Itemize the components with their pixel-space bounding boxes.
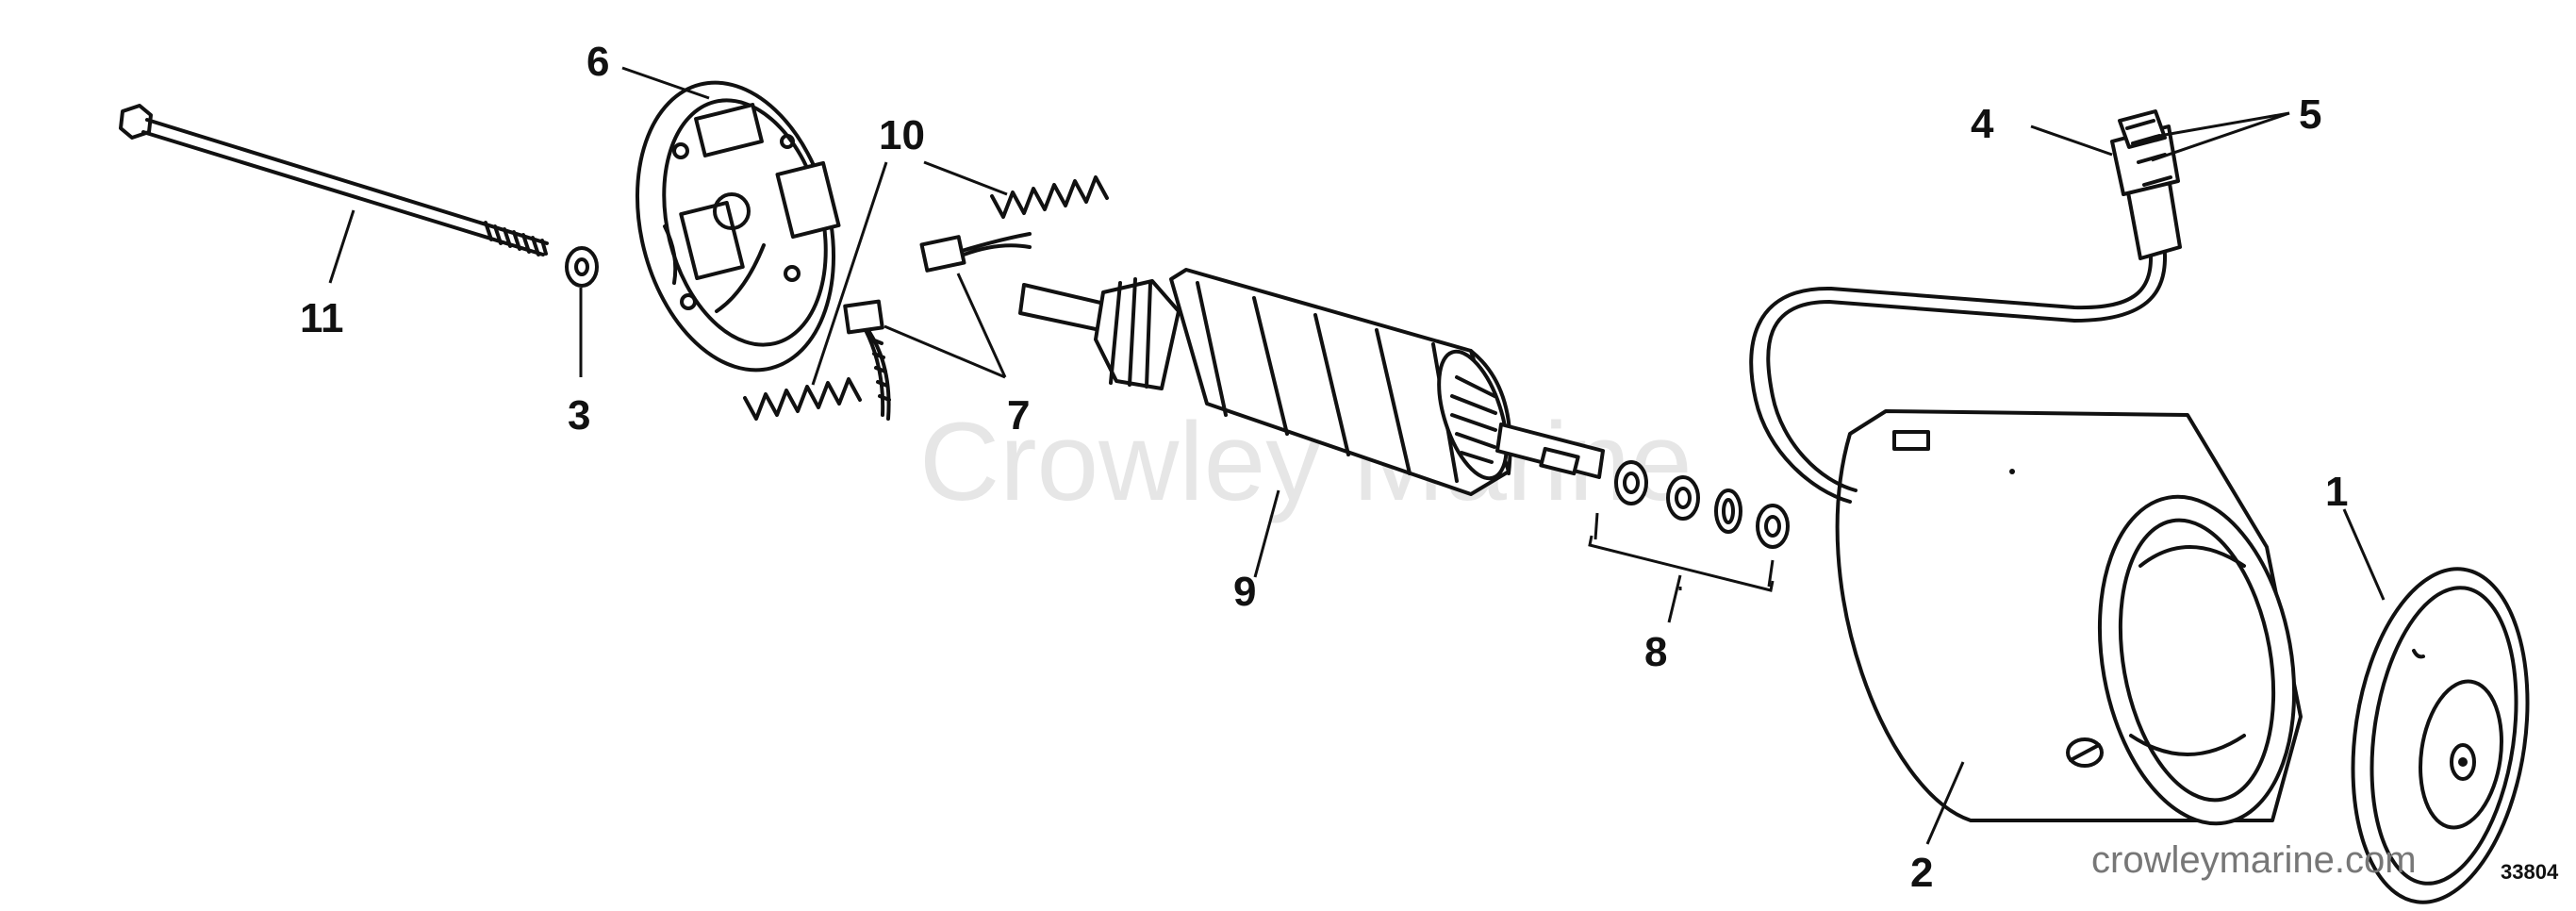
site-url: crowleymarine.com [2091,839,2417,881]
through-bolt-drawing [119,104,549,257]
leader-lines [328,66,2386,845]
brush-springs-drawing [743,175,1109,421]
callout-10: 10 [879,112,925,158]
brush-plate-drawing [635,80,841,373]
armature-drawing [1018,268,1605,496]
callout-1: 1 [2325,469,2348,515]
callout-7: 7 [1007,392,1030,439]
callout-8: 8 [1644,629,1667,675]
callout-3: 3 [568,392,590,439]
brushes-drawing [843,232,1032,421]
callout-5: 5 [2299,91,2321,138]
callout-11: 11 [300,295,344,341]
frame-housing-drawing [1835,409,2303,826]
connector-drawing [2110,109,2182,260]
callout-9: 9 [1233,569,1256,615]
thrust-washers-drawing [1614,460,1790,549]
wire-harness-drawing [1749,239,2168,504]
callout-6: 6 [586,39,609,85]
callout-2: 2 [1910,850,1933,896]
end-cap-drawing [2351,567,2530,904]
washer-drawing [565,246,599,288]
figure-number: 33804 [2501,860,2559,884]
callout-4: 4 [1971,101,1994,147]
